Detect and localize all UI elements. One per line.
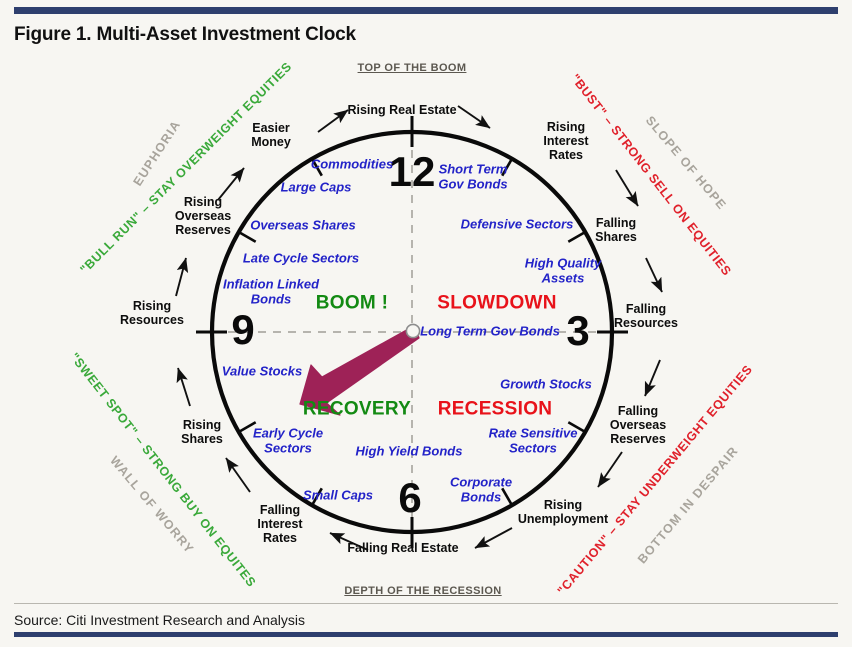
bottom-rule (14, 632, 838, 637)
asset-label: Long Term Gov Bonds (420, 323, 560, 339)
clock-numeral-6: 6 (398, 474, 422, 521)
diagonal-label-slope-of-hope: SLOPE OF HOPE (642, 113, 730, 213)
phase-header-bottom: DEPTH OF THE RECESSION (344, 585, 502, 597)
source-note: Source: Citi Investment Research and Ana… (14, 612, 306, 628)
diagonal-label-bottom-despair: BOTTOM IN DESPAIR (634, 443, 742, 567)
asset-label: Late Cycle Sectors (242, 250, 360, 266)
source-divider (14, 603, 838, 604)
diagonal-label-sweet-spot: "SWEET SPOT" – STRONG BUY ON EQUITES (67, 350, 259, 590)
quadrant-label-recession: RECESSION (437, 398, 553, 420)
asset-label: Value Stocks (221, 363, 303, 379)
diagonal-label-bull-run: "BULL RUN" – STAY OVERWEIGHT EQUITIES (77, 59, 295, 277)
quadrant-label-boom: BOOM ! (315, 292, 389, 314)
driver-label: Falling Real Estate (347, 541, 459, 555)
top-rule (14, 7, 838, 14)
quadrant-label-slowdown: SLOWDOWN (437, 292, 557, 314)
figure-title: Figure 1. Multi-Asset Investment Clock (14, 24, 356, 45)
clock-numeral-9: 9 (231, 306, 255, 353)
clock-numeral-3: 3 (566, 307, 590, 354)
diagonal-label-bust: "BUST" – STRONG SELL ON EQUITIES (568, 71, 734, 279)
asset-label: Defensive Sectors (460, 216, 574, 232)
asset-label: Small Caps (302, 487, 374, 503)
diagonal-label-caution: "CAUTION" – STAY UNDERWEIGHT EQUITIES (554, 362, 756, 598)
quadrant-label-recovery: RECOVERY (302, 398, 412, 420)
driver-label: Rising Real Estate (347, 103, 457, 117)
phase-header-top: TOP OF THE BOOM (357, 62, 467, 74)
asset-label: Growth Stocks (500, 376, 592, 392)
asset-label: Overseas Shares (250, 217, 356, 233)
asset-label: Commodities (310, 156, 394, 172)
clock-numeral-12: 12 (388, 148, 436, 195)
asset-label: High Yield Bonds (355, 443, 463, 459)
asset-label: Large Caps (280, 179, 352, 195)
